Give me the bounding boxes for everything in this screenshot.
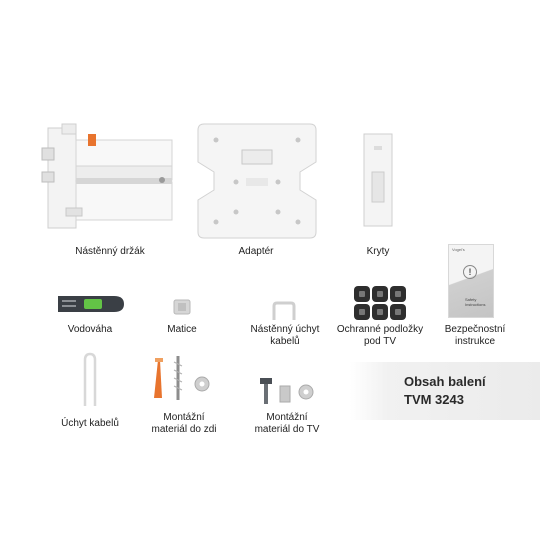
covers-label: Kryty bbox=[366, 246, 390, 257]
protective-pads-image bbox=[354, 286, 406, 320]
wall-mounting-material-label: Montážní materiál do zdi bbox=[151, 412, 217, 435]
wall-cable-holder-label: Nástěnný úchyt kabelů bbox=[250, 324, 320, 347]
tv-mounting-material-image bbox=[260, 378, 314, 404]
warning-icon: ! bbox=[463, 265, 477, 279]
package-contents-panel: Obsah balení TVM 3243 bbox=[350, 362, 540, 420]
wall-cable-holder-image bbox=[272, 301, 296, 320]
nuts-image bbox=[173, 299, 191, 315]
adapter-image bbox=[197, 123, 317, 239]
cable-holder-image bbox=[83, 352, 97, 406]
wall-mounting-material-image bbox=[154, 356, 210, 400]
level-label: Vodováha bbox=[67, 324, 113, 335]
wall-bracket-label: Nástěnný držák bbox=[75, 246, 145, 257]
wall-bracket-image bbox=[41, 123, 173, 229]
covers-image bbox=[363, 133, 393, 227]
safety-label: Bezpečnostní instrukce bbox=[444, 324, 506, 347]
safety-booklet: Vogel's ! Safety Instructions bbox=[448, 244, 494, 318]
panel-model: TVM 3243 bbox=[404, 392, 464, 407]
protective-pads-label: Ochranné podložky pod TV bbox=[336, 324, 424, 347]
booklet-diagonal bbox=[449, 245, 493, 317]
adapter-label: Adaptér bbox=[238, 246, 274, 257]
spirit-level-image bbox=[58, 296, 124, 312]
cable-holder-label: Úchyt kabelů bbox=[61, 418, 119, 429]
panel-title: Obsah balení bbox=[404, 374, 486, 389]
booklet-caption: Safety Instructions bbox=[465, 297, 486, 307]
nuts-label: Matice bbox=[167, 324, 197, 335]
tv-mounting-material-label: Montážní materiál do TV bbox=[254, 412, 320, 435]
booklet-brand: Vogel's bbox=[452, 247, 465, 252]
